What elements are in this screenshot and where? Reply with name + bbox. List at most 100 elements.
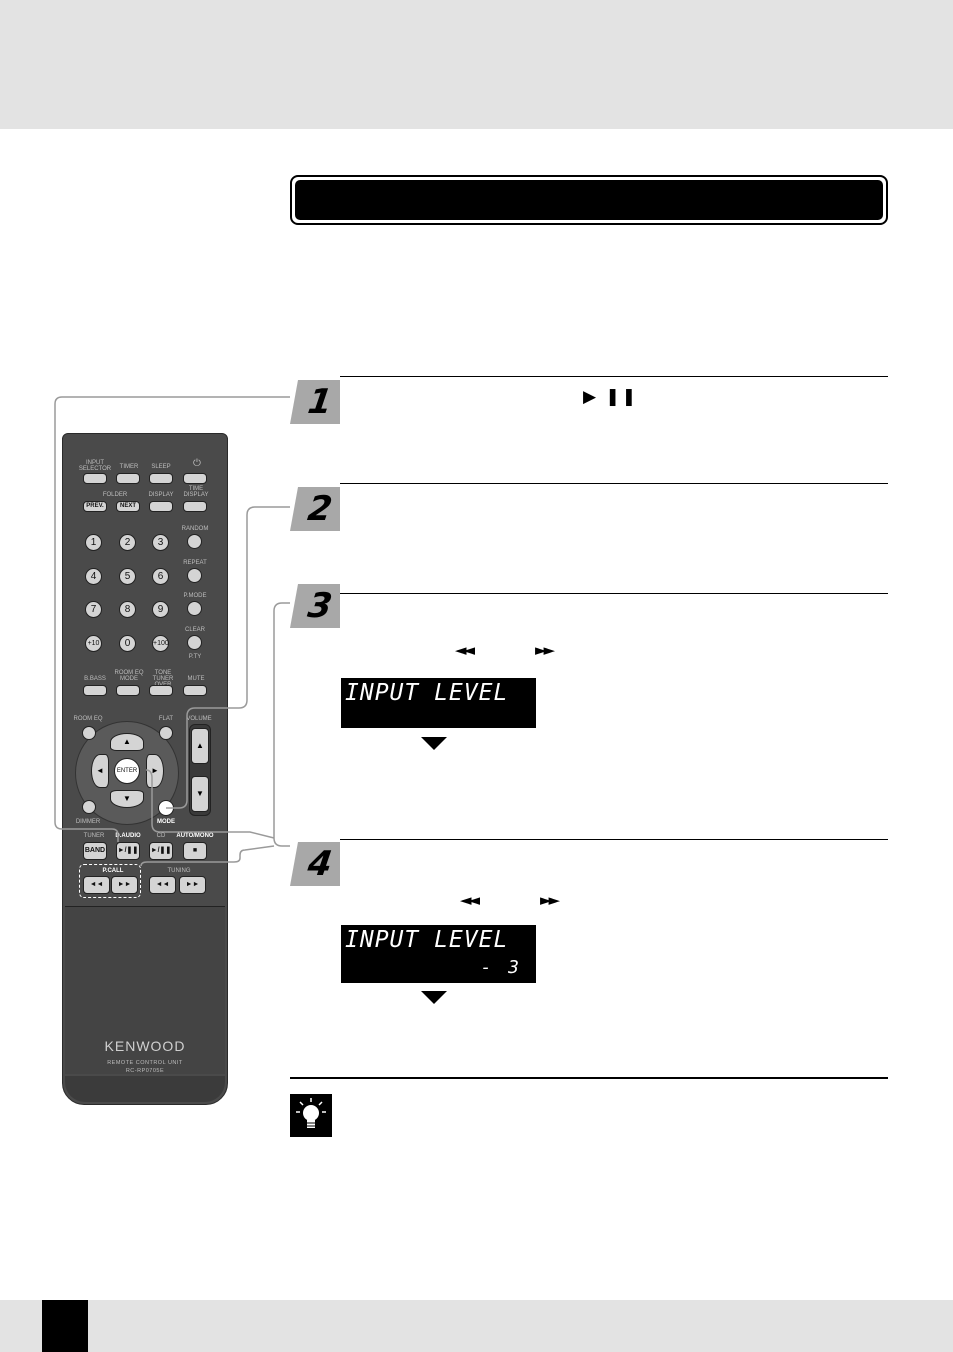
p-call-next-button[interactable]: ►► — [111, 876, 138, 894]
number-3-button[interactable]: 3 — [152, 534, 169, 551]
fast-forward-icon: ►► — [540, 891, 560, 909]
volume-up-button[interactable]: ▲ — [191, 728, 209, 764]
auto-mono-label: AUTO/MONO — [176, 833, 214, 839]
p-call-highlight — [79, 864, 141, 898]
time-display-label: TIME DISPLAY — [183, 486, 209, 498]
nav-left-button[interactable]: ◄ — [91, 754, 109, 788]
timer-button[interactable] — [116, 473, 140, 484]
room-eq-label: ROOM EQ — [73, 716, 103, 722]
tip-divider — [290, 1077, 888, 1079]
lcd-value: - 3 — [480, 957, 522, 978]
down-arrow-icon — [421, 737, 447, 750]
tone-button[interactable] — [149, 685, 173, 696]
lcd-display-step3: INPUT LEVEL — [341, 678, 536, 728]
clear-button[interactable] — [187, 635, 202, 650]
model-line-2: RC-RP0705E — [125, 1068, 165, 1074]
p-mode-label: P.MODE — [183, 593, 207, 599]
d-audio-label: D.AUDIO — [115, 833, 141, 839]
sleep-label: SLEEP — [151, 464, 171, 470]
cd-play-pause-button[interactable]: ►/❚❚ — [149, 842, 173, 860]
input-selector-button[interactable] — [83, 473, 107, 484]
band-button[interactable]: BAND — [83, 842, 107, 860]
number-5-button[interactable]: 5 — [119, 568, 136, 585]
lcd-display-step4: INPUT LEVEL - 3 — [341, 925, 536, 983]
room-eq-button[interactable] — [82, 726, 96, 740]
number-7-button[interactable]: 7 — [85, 601, 102, 618]
p-mode-button[interactable] — [187, 601, 202, 616]
repeat-button[interactable] — [187, 568, 202, 583]
section-title-bar — [290, 175, 888, 225]
display-label: DISPLAY — [148, 492, 174, 498]
mute-label: MUTE — [187, 676, 205, 682]
nav-down-button[interactable]: ▼ — [110, 790, 144, 808]
remote-lower-panel — [65, 906, 225, 1074]
step-3-rule — [340, 593, 888, 594]
p-call-prev-button[interactable]: ◄◄ — [83, 876, 110, 894]
brand-logo: KENWOOD — [104, 1038, 186, 1054]
step-4-badge: 4 — [290, 840, 340, 888]
number-8-button[interactable]: 8 — [119, 601, 136, 618]
number-1-button[interactable]: 1 — [85, 534, 102, 551]
tuning-up-button[interactable]: ►► — [179, 876, 206, 894]
power-button[interactable] — [183, 473, 207, 484]
lightbulb-icon — [290, 1094, 332, 1137]
tuning-down-button[interactable]: ◄◄ — [149, 876, 176, 894]
input-selector-label: INPUT SELECTOR — [78, 460, 112, 472]
remote-foot — [65, 1076, 225, 1102]
cd-label: CD — [156, 833, 166, 839]
next-button[interactable]: NEXT — [116, 501, 140, 512]
number-2-button[interactable]: 2 — [119, 534, 136, 551]
room-eq-mode-label: ROOM EQ MODE — [114, 670, 144, 682]
prev-button[interactable]: PREV. — [83, 501, 107, 512]
plus10-button[interactable]: +10 — [85, 635, 102, 652]
room-eq-mode-button[interactable] — [116, 685, 140, 696]
rewind-icon: ◄◄ — [460, 891, 480, 909]
number-6-button[interactable]: 6 — [152, 568, 169, 585]
step-1-badge: 1 — [290, 378, 340, 426]
power-icon: ⏻ — [193, 458, 201, 469]
page-number-tab — [42, 1300, 88, 1352]
display-button[interactable] — [149, 501, 173, 512]
volume-down-button[interactable]: ▼ — [191, 776, 209, 812]
sleep-button[interactable] — [149, 473, 173, 484]
step-1-rule — [340, 376, 888, 377]
mode-label: MODE — [157, 819, 175, 825]
header-band — [0, 0, 953, 129]
step-2-rule — [340, 483, 888, 484]
p-call-label: P.CALL — [102, 868, 124, 874]
step-4-rule — [340, 839, 888, 840]
dimmer-button[interactable] — [82, 800, 96, 814]
dimmer-label: DIMMER — [75, 819, 101, 825]
flat-button[interactable] — [159, 726, 173, 740]
mute-button[interactable] — [183, 685, 207, 696]
b-bass-label: B.BASS — [84, 676, 106, 682]
b-bass-button[interactable] — [83, 685, 107, 696]
rewind-icon: ◄◄ — [455, 641, 475, 659]
nav-up-button[interactable]: ▲ — [110, 733, 144, 751]
lcd-text: INPUT LEVEL — [345, 680, 509, 706]
play-pause-icon: ▶ ❚❚ — [583, 387, 638, 407]
repeat-label: REPEAT — [183, 560, 207, 566]
pty-label: P.TY — [188, 654, 202, 660]
number-9-button[interactable]: 9 — [152, 601, 169, 618]
clear-label: CLEAR — [184, 627, 205, 633]
lcd-text: INPUT LEVEL — [345, 927, 509, 953]
random-button[interactable] — [187, 534, 202, 549]
random-label: RANDOM — [181, 526, 209, 532]
d-audio-play-pause-button[interactable]: ►/❚❚ — [116, 842, 140, 860]
footer-band — [0, 1300, 953, 1352]
step-2-badge: 2 — [290, 485, 340, 533]
time-display-button[interactable] — [183, 501, 207, 512]
plus100-button[interactable]: +100 — [152, 635, 169, 652]
tuning-label: TUNING — [167, 868, 191, 874]
enter-button[interactable]: ENTER — [114, 758, 140, 784]
number-4-button[interactable]: 4 — [85, 568, 102, 585]
tuner-label: TUNER — [83, 833, 105, 839]
step-3-badge: 3 — [290, 582, 340, 630]
stop-button[interactable]: ■ — [183, 842, 207, 860]
number-0-button[interactable]: 0 — [119, 635, 136, 652]
nav-right-button[interactable]: ► — [146, 754, 164, 788]
remote-control: INPUT SELECTOR TIMER SLEEP ⏻ FOLDER DISP… — [62, 433, 228, 1105]
timer-label: TIMER — [119, 464, 139, 470]
